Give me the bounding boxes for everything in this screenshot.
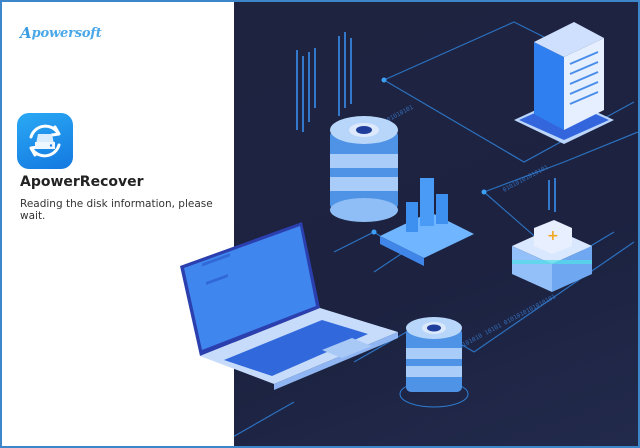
server-tower [514,22,614,144]
network-illustration: 01010101010101 01010101010101 010101010 … [234,21,638,437]
database-stack-top [330,116,398,222]
medical-kit-block: + [512,220,592,292]
disk-recovery-icon [17,113,73,169]
bar-chart-block [380,178,474,266]
status-message: Reading the disk information, please wai… [20,198,213,222]
logo-text: powersoft [31,25,102,41]
svg-text:010101010 10101 010101010101: 010101010 10101 0101010101010101 [452,293,558,354]
svg-text:+: + [547,228,559,244]
database-stack-bottom [399,317,469,408]
logo-initial: A [20,24,32,42]
laptop [180,222,398,390]
svg-text:01010101010101: 01010101010101 [502,164,550,194]
app-title: ApowerRecover [20,174,144,190]
